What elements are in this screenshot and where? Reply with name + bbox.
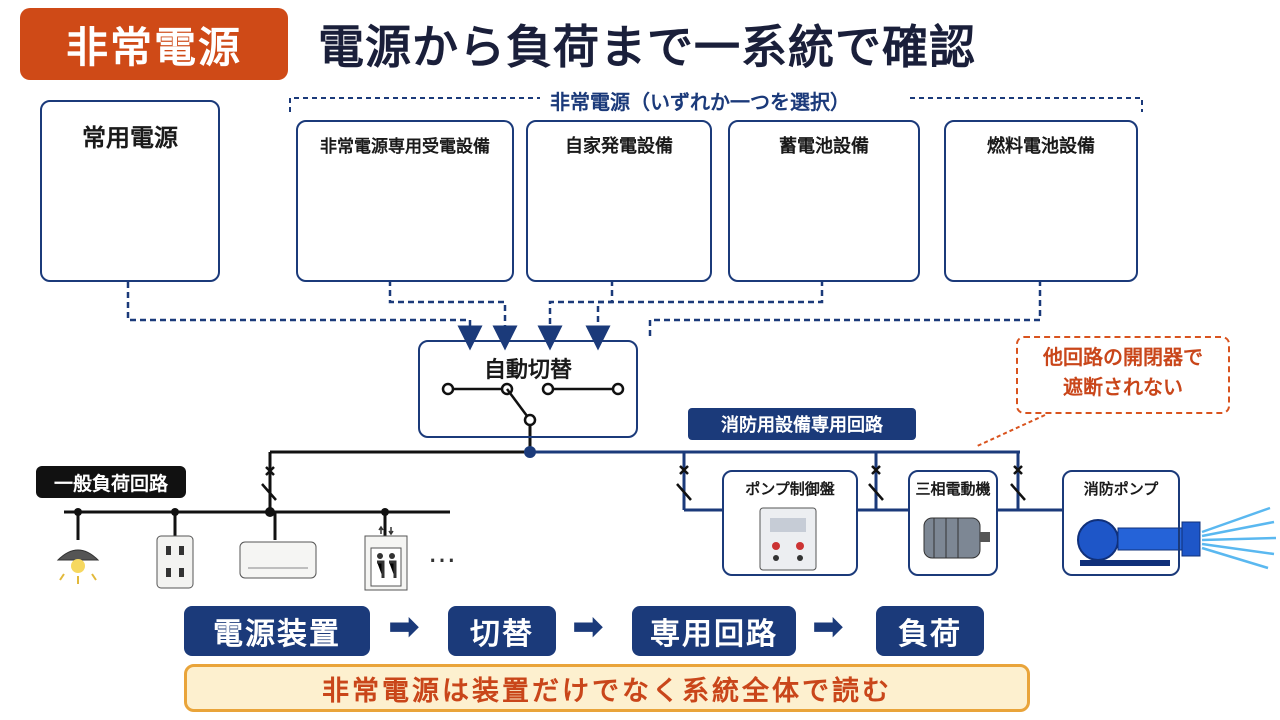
source-receiving-label: 非常電源専用受電設備 [320,137,490,157]
source-battery-label: 蓄電池設備 [779,136,869,157]
auto-switch-label: 自動切替 [483,358,572,383]
fire-pump-icon [1077,519,1201,566]
fire-breaker-3 [1010,465,1026,501]
water-spray [1201,506,1277,570]
auto-transfer-switch: 自動切替 [418,340,638,438]
source-generator: 自家発電設備 [526,120,712,282]
motor-icon [923,517,990,559]
lamp-icon [56,549,100,584]
flow-step-circuit: 専用回路 [632,606,796,656]
fire-pump: 消防ポンプ [1062,470,1180,576]
emergency-group-bracket [289,97,1143,112]
callout-line-2: 遮断されない [1063,375,1183,399]
feeder-fuelcell [648,270,1042,338]
callout-not-interrupted: 他回路の開閉器で 遮断されない [1016,336,1230,414]
feeder-battery [585,270,824,351]
fire-pump-label: 消防ポンプ [1083,480,1159,498]
emergency-group-label: 非常電源（いずれか一つを選択） [540,86,860,115]
fire-circuit-label: 消防用設備専用回路 [688,408,916,440]
bottom-note: 非常電源は装置だけでなく系統全体で読む [184,664,1030,712]
source-generator-label: 自家発電設備 [565,136,673,157]
source-receiving-equipment: 非常電源専用受電設備 [296,120,514,282]
fire-breaker-1 [676,465,692,501]
pump-control-panel: ポンプ制御盤 [722,470,858,576]
control-panel-icon [759,507,817,571]
flow-step-switch: 切替 [448,606,556,656]
flow-step-power: 電源装置 [184,606,370,656]
feeder-generator [537,270,614,351]
motor-label: 三相電動機 [915,480,991,498]
source-fuelcell-label: 燃料電池設備 [987,136,1095,157]
fire-breaker-2 [868,465,884,501]
flow-arrow-2: ➡ [572,604,604,648]
feeder-receiving [388,270,518,351]
feeder-normal [126,282,483,351]
elevator-icon [364,525,408,591]
flow-arrow-1: ➡ [388,604,420,648]
flow-step-load: 負荷 [876,606,984,656]
aircon-icon [239,541,317,579]
page-title: 電源から負荷まで一系統で確認 [318,20,976,74]
outlet-icon [156,535,194,589]
source-normal-label: 常用電源 [82,124,178,152]
three-phase-motor: 三相電動機 [908,470,998,576]
pump-control-label: ポンプ制御盤 [745,480,835,498]
general-breaker [261,466,277,501]
source-battery: 蓄電池設備 [728,120,920,282]
callout-pointer [974,414,1046,448]
badge-emergency-power: 非常電源 [20,8,288,80]
source-normal: 常用電源 [40,100,220,282]
switch-contacts [441,382,625,427]
general-circuit-label: 一般負荷回路 [36,466,186,498]
callout-line-1: 他回路の開閉器で [1043,345,1203,369]
more-loads-ellipsis: … [428,536,456,569]
flow-arrow-3: ➡ [812,604,844,648]
source-fuel-cell: 燃料電池設備 [944,120,1138,282]
